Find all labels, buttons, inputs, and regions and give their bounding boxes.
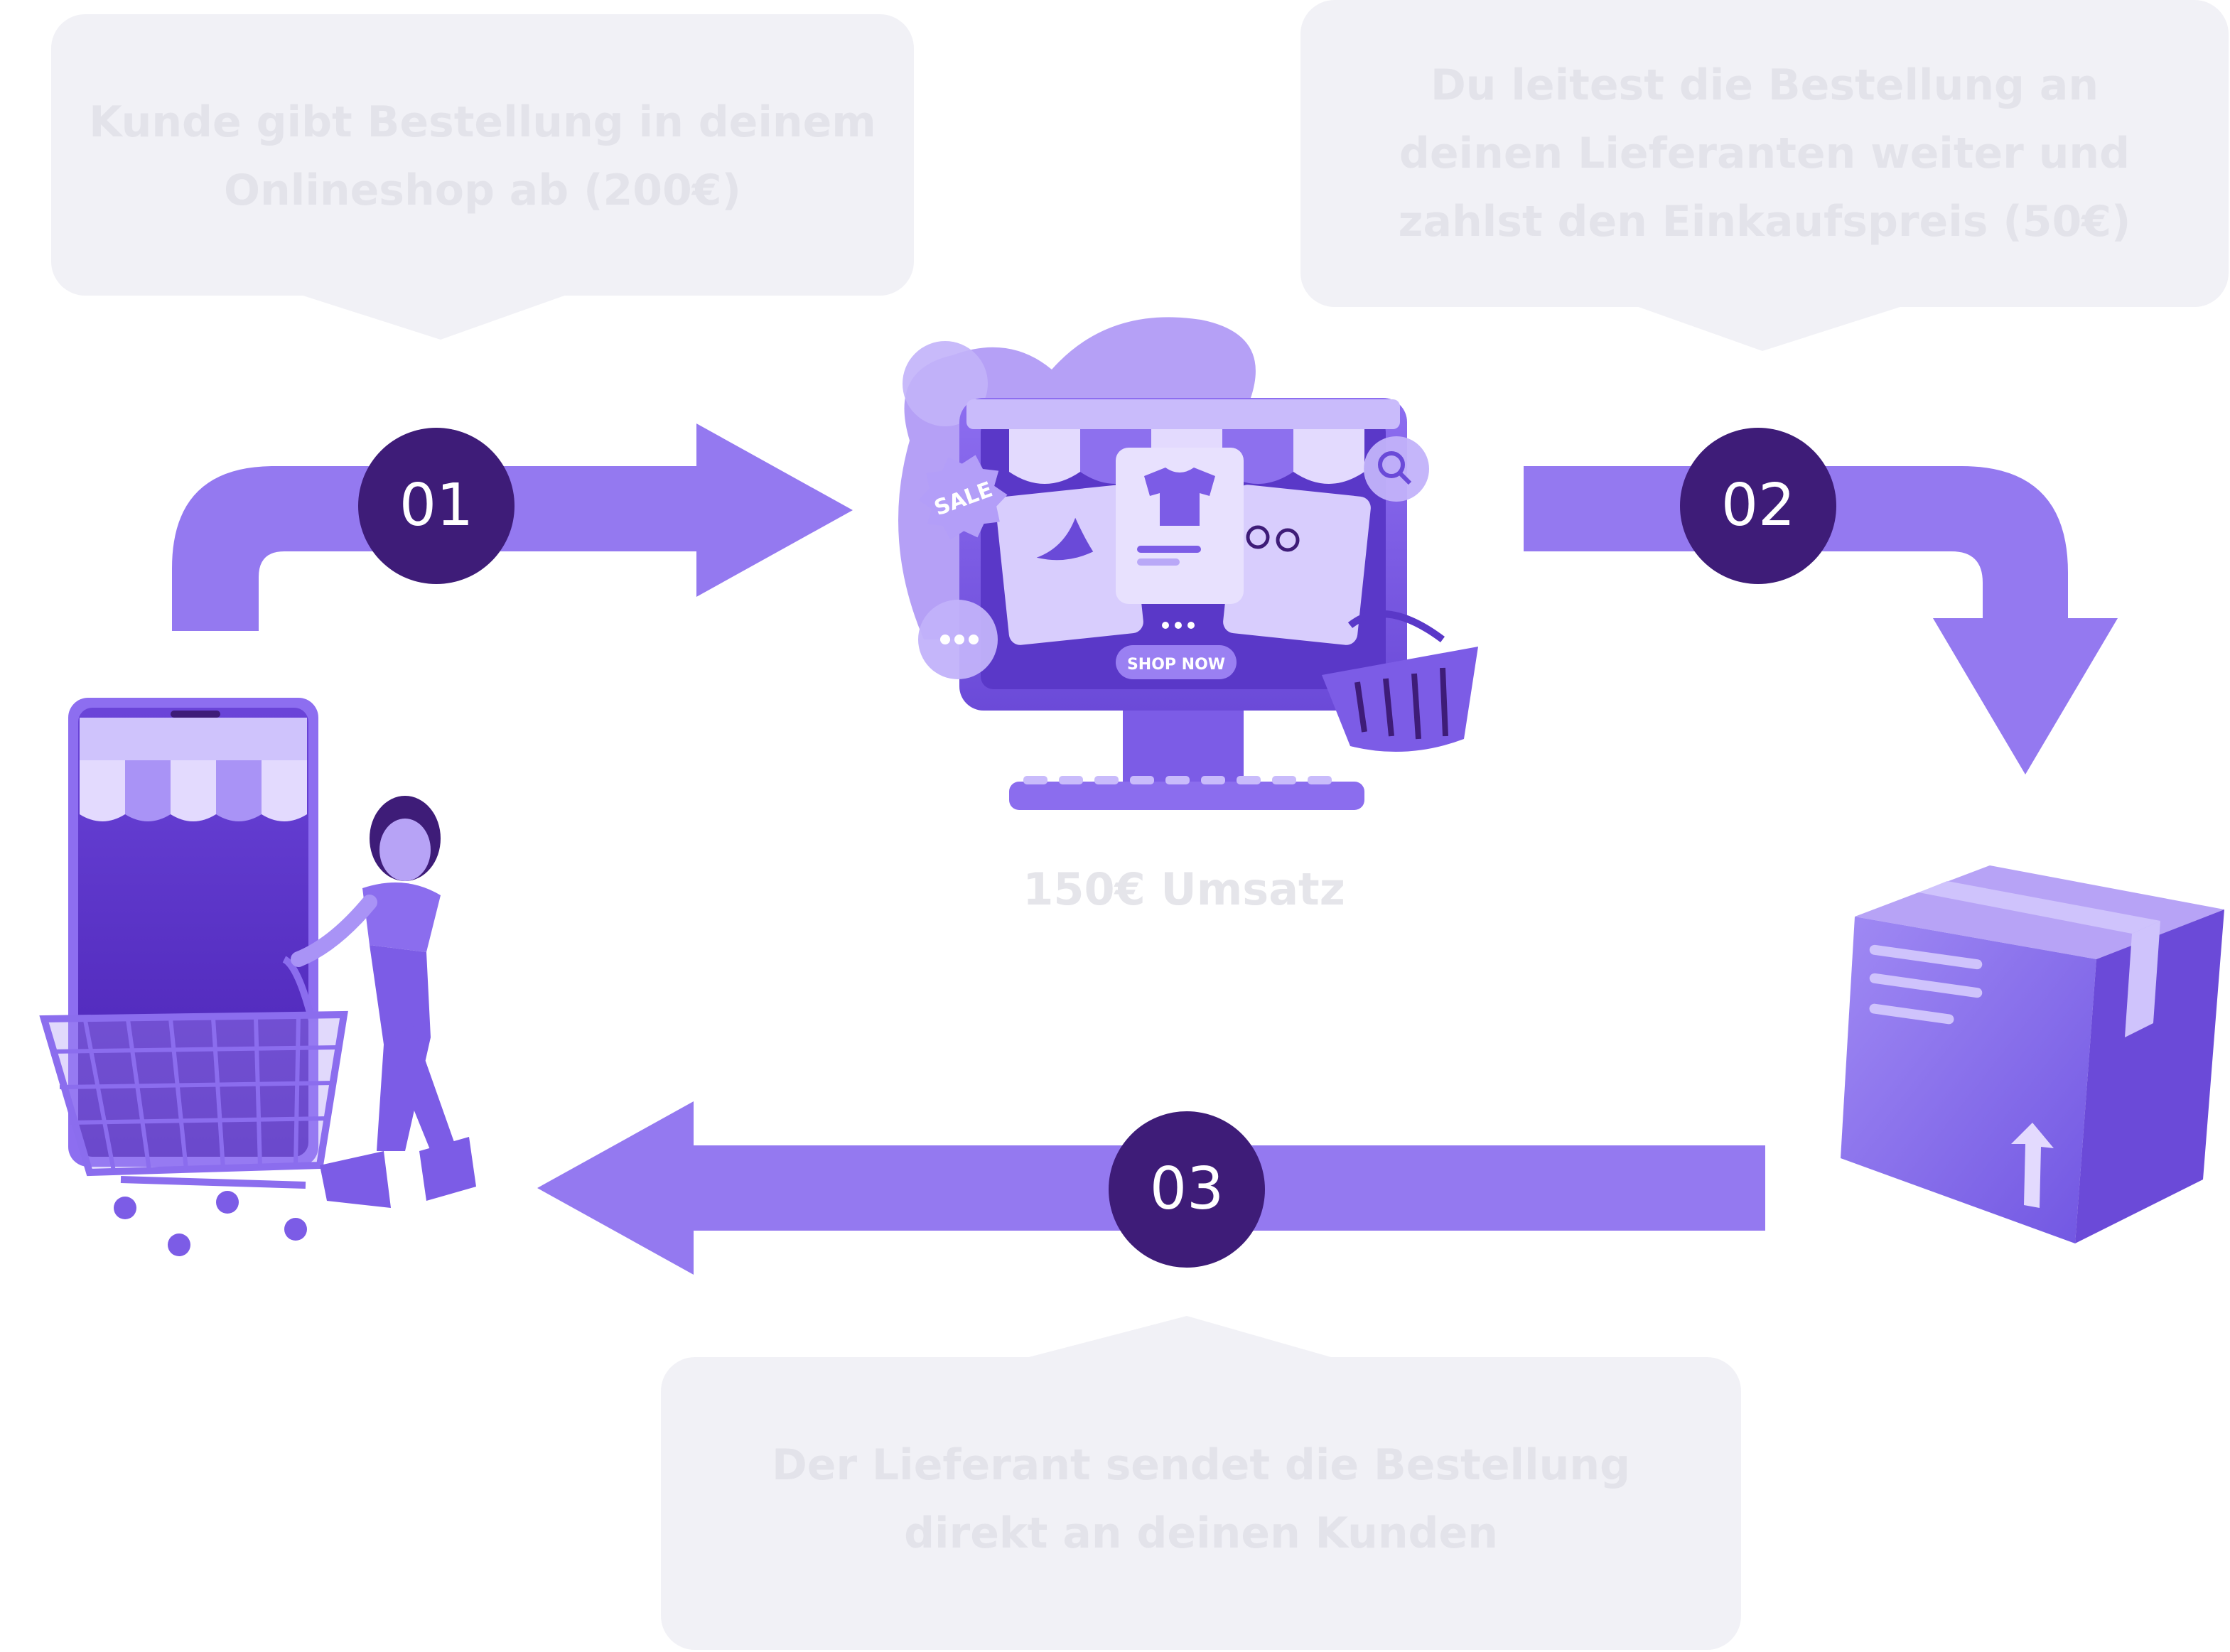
package-box-icon [1841, 865, 2224, 1243]
step-3-line-2: direkt an deinen Kunden [904, 1508, 1498, 1558]
revenue-label: 150€ Umsatz [1023, 863, 1345, 915]
step-2-line-1: Du leitest die Bestellung an [1430, 60, 2099, 110]
step-3-description: Der Lieferant sendet die Bestellung dire… [661, 1431, 1741, 1567]
basket-icon [1322, 610, 1478, 752]
arrow-step-2 [1524, 466, 2118, 774]
step-circle-3 [1109, 1111, 1265, 1268]
step-number-1: 01 [399, 472, 474, 539]
bubble-step-2 [1300, 0, 2229, 351]
woman-icon [291, 796, 476, 1208]
step-2-line-3: zahlst den Einkaufspreis (50€) [1398, 197, 2131, 247]
step-number-3: 03 [1149, 1155, 1224, 1223]
step-3-line-1: Der Lieferant sendet die Bestellung [771, 1440, 1631, 1490]
bubble-step-3 [661, 1316, 1741, 1650]
step-1-line-1: Kunde gibt Bestellung in deinem [89, 97, 876, 147]
step-circle-2 [1680, 428, 1836, 584]
monitor-storefront-icon: SALE SHOP NOW [898, 317, 1429, 810]
step-1-description: Kunde gibt Bestellung in deinem Onlinesh… [51, 88, 914, 225]
shopping-cart-icon [39, 956, 348, 1256]
shop-now-button-label: SHOP NOW [1127, 656, 1225, 674]
step-2-description: Du leitest die Bestellung an deinen Lief… [1300, 51, 2229, 256]
bubble-step-1 [51, 14, 914, 340]
step-circle-1 [358, 428, 515, 584]
arrow-step-1 [172, 423, 853, 631]
step-2-line-2: deinen Lieferanten weiter und [1399, 129, 2131, 178]
step-number-2: 02 [1720, 472, 1796, 539]
step-1-line-2: Onlineshop ab (200€) [224, 166, 741, 215]
